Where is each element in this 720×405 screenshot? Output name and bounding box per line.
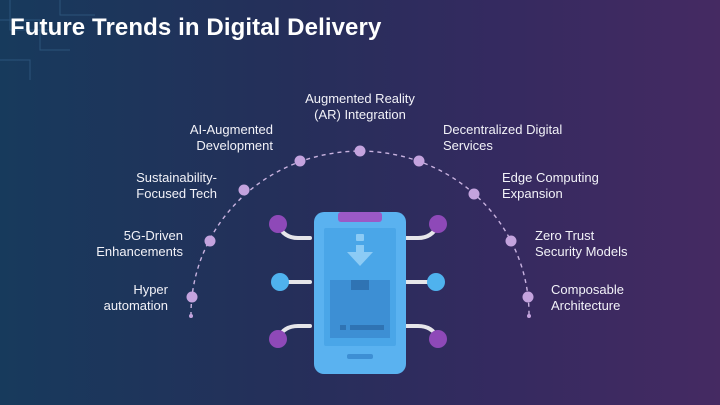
trend-label-composable: Composable Architecture xyxy=(551,282,624,313)
trend-label-sustainability: Sustainability- Focused Tech xyxy=(136,170,217,201)
node-mid-left xyxy=(271,273,289,291)
trend-dot xyxy=(468,188,480,200)
trend-dot xyxy=(204,235,216,247)
node-top-right xyxy=(429,215,447,233)
trend-label-ar: Augmented Reality (AR) Integration xyxy=(305,91,415,122)
node-mid-right xyxy=(427,273,445,291)
trend-label-hyperautomation: Hyper automation xyxy=(103,282,168,313)
trend-dot xyxy=(522,291,534,303)
trend-dot xyxy=(238,184,250,196)
page-title: Future Trends in Digital Delivery xyxy=(10,14,382,41)
trend-dot xyxy=(294,155,306,167)
trend-dot xyxy=(186,291,198,303)
node-bottom-right xyxy=(429,330,447,348)
trend-label-5g: 5G-Driven Enhancements xyxy=(96,228,183,259)
trend-label-zero-trust: Zero Trust Security Models xyxy=(535,228,628,259)
circuit-decoration xyxy=(0,0,95,80)
trend-label-decentralized: Decentralized Digital Services xyxy=(443,122,563,153)
node-top-left xyxy=(269,215,287,233)
trend-label-ai: AI-Augmented Development xyxy=(189,122,273,153)
trend-dot xyxy=(354,145,366,157)
package-box-icon xyxy=(330,280,390,338)
node-bottom-left xyxy=(269,330,287,348)
arc-end-dot-right xyxy=(527,314,531,318)
download-arrow-icon xyxy=(347,234,373,266)
trend-label-edge: Edge Computing Expansion xyxy=(502,170,599,201)
smartphone-icon xyxy=(314,212,406,374)
trend-dot xyxy=(413,155,425,167)
trend-dot xyxy=(505,235,517,247)
arc-end-dot-left xyxy=(189,314,193,318)
